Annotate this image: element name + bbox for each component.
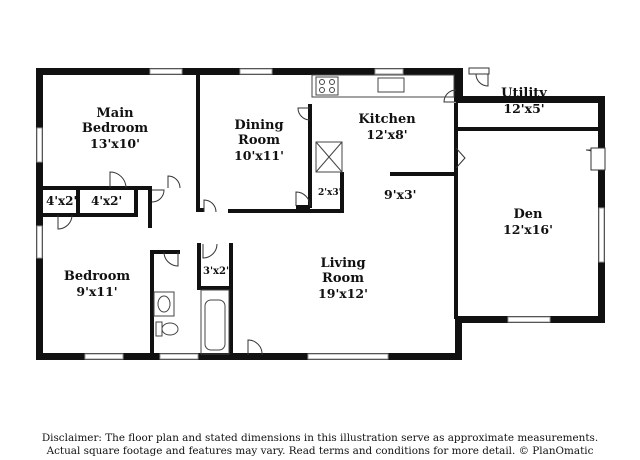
- window: [159, 353, 199, 360]
- dining-room-label: Dining Room 10'x11': [234, 118, 284, 163]
- disclaimer: Disclaimer: The floor plan and stated di…: [0, 432, 640, 458]
- window: [149, 68, 183, 75]
- pantry-label: 2'x3': [318, 188, 342, 198]
- countertop: [311, 74, 455, 98]
- door-leaf: [590, 147, 606, 171]
- kitchen-fixtures: [311, 74, 455, 173]
- doors: [57, 67, 606, 356]
- toilet-bowl: [161, 322, 179, 336]
- bathroom-fixtures: [153, 289, 230, 355]
- interior-walls: [36, 74, 604, 358]
- window: [239, 68, 273, 75]
- kitchen-label: Kitchen 12'x8': [358, 112, 416, 142]
- toilet-tank: [155, 321, 163, 337]
- door-leaf: [468, 67, 490, 75]
- door-swing: [151, 189, 165, 203]
- window: [307, 353, 389, 360]
- sink: [377, 77, 405, 93]
- window: [374, 68, 404, 75]
- floor-plan: [36, 67, 606, 360]
- door-swing: [455, 147, 466, 169]
- fridge: [315, 141, 343, 173]
- window: [36, 225, 43, 259]
- door-swing: [57, 214, 73, 230]
- door-swing: [475, 73, 489, 87]
- door-swing: [167, 175, 181, 189]
- door-swing: [203, 199, 217, 213]
- window: [36, 127, 43, 163]
- door-swing: [202, 243, 218, 259]
- door-swing: [247, 339, 263, 356]
- door-swing: [109, 171, 127, 189]
- den-label: Den 12'x16': [503, 207, 553, 237]
- stove: [315, 76, 339, 96]
- living-room-label: Living Room 19'x12': [318, 256, 368, 301]
- bathtub: [200, 289, 230, 355]
- vanity: [153, 291, 175, 317]
- disclaimer-line-1: Disclaimer: The floor plan and stated di…: [41, 432, 599, 444]
- windows: [36, 68, 605, 360]
- door-swing: [163, 251, 179, 267]
- door-swing: [295, 191, 311, 207]
- hall-nook-label: 9'x3': [384, 187, 417, 202]
- disclaimer-line-2: Actual square footage and features may v…: [46, 445, 594, 457]
- closet-a-label: 4'x2': [46, 194, 78, 208]
- window: [507, 316, 551, 323]
- utility-label: Utility 12'x5': [501, 86, 547, 116]
- closet-b-label: 4'x2': [91, 194, 123, 208]
- window: [598, 207, 605, 263]
- main-bedroom-label: Main Bedroom 13'x10': [81, 106, 149, 151]
- window: [84, 353, 124, 360]
- door-swing: [297, 107, 311, 121]
- linen-label: 3'x2': [203, 266, 230, 277]
- bedroom-label: Bedroom 9'x11': [63, 269, 131, 299]
